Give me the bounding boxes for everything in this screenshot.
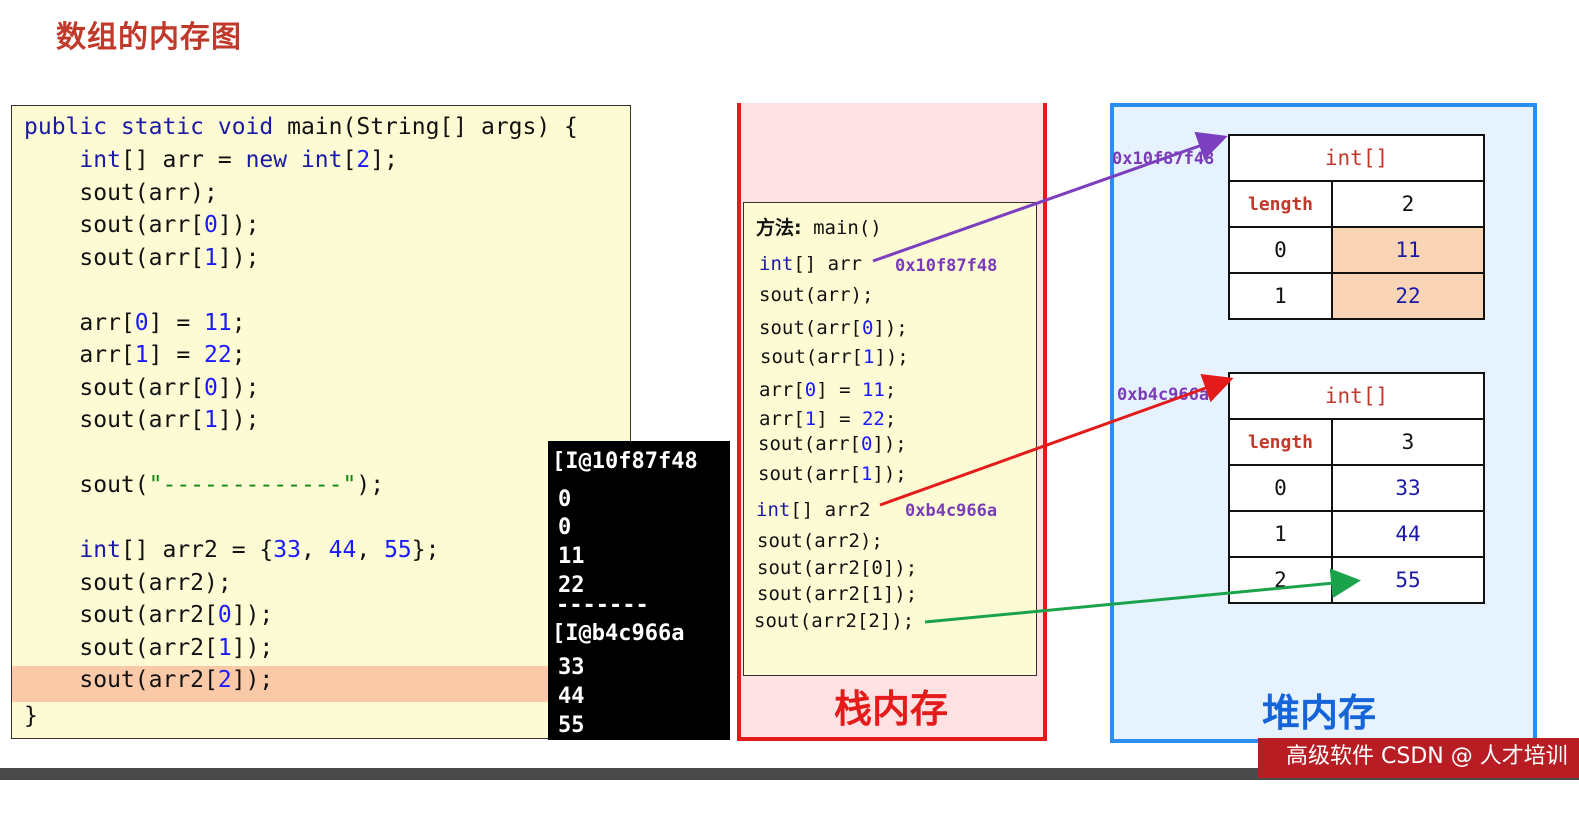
array-value: 11 [1331, 226, 1485, 274]
heap-array1-address: 0x10f87f48 [1112, 149, 1215, 169]
frame-line: sout(arr[1]); [758, 463, 907, 485]
console-line: 55 [558, 713, 585, 738]
array-value: 22 [1331, 272, 1485, 320]
frame-line: sout(arr[0]); [759, 317, 908, 339]
code-panel: public static void main(String[] args) {… [11, 105, 631, 739]
console-line: 33 [558, 655, 585, 680]
code-line: sout(arr2[2]); [24, 667, 274, 693]
length-value: 2 [1331, 180, 1485, 228]
arr-address: 0x10f87f48 [895, 256, 998, 276]
code-line: sout(arr[1]); [24, 245, 260, 271]
frame-line: arr[0] = 11; [759, 379, 897, 401]
code-line: sout(arr[0]); [24, 375, 260, 401]
console-output: [I@10f87f48 0 0 11 22 ------- [I@b4c966a… [548, 441, 730, 740]
arr2-address: 0xb4c966a [905, 501, 998, 521]
array-index: 0 [1228, 464, 1333, 512]
code-line: sout(arr2[0]); [24, 602, 274, 628]
code-line: int[] arr2 = {33, 44, 55}; [24, 537, 440, 563]
array-index: 0 [1228, 226, 1333, 274]
code-line: sout(arr); [24, 180, 218, 206]
code-line: sout(arr2); [24, 570, 232, 596]
method-header: 方法: main() [756, 217, 882, 239]
console-line: 11 [558, 544, 585, 569]
heap-memory-label: 堆内存 [1262, 691, 1377, 735]
frame-line: arr[1] = 22; [759, 408, 897, 430]
heap-array2-address: 0xb4c966a [1117, 385, 1210, 405]
code-line: } [24, 703, 38, 729]
array-index: 1 [1228, 272, 1333, 320]
array-type: int[] [1228, 134, 1485, 182]
array-index: 2 [1228, 556, 1333, 604]
code-line: sout(arr2[1]); [24, 635, 274, 661]
code-line: arr[0] = 11; [24, 310, 246, 336]
length-label: length [1228, 418, 1333, 466]
watermark-banner: 高级软件 CSDN @ 人才培训专家 [1258, 738, 1579, 807]
console-line: 22 [558, 573, 585, 598]
frame-line: sout(arr2[2]); [754, 610, 915, 632]
console-line: 0 [558, 487, 572, 512]
frame-line: sout(arr2[1]); [757, 583, 918, 605]
console-line: [I@b4c966a [552, 621, 685, 646]
console-line: 44 [558, 684, 585, 709]
array-value: 33 [1331, 464, 1485, 512]
code-line: sout(arr[0]); [24, 212, 260, 238]
frame-line: sout(arr); [759, 284, 874, 306]
bottom-bar [0, 768, 1579, 780]
highlighted-line [12, 666, 630, 702]
frame-line: int[] arr [759, 253, 862, 275]
frame-line: int[] arr2 [756, 499, 871, 521]
code-line: sout(arr[1]); [24, 407, 260, 433]
stack-memory-label: 栈内存 [834, 687, 949, 731]
code-line: public static void main(String[] args) { [24, 114, 578, 140]
console-line: [I@10f87f48 [552, 449, 698, 474]
array-value: 55 [1331, 556, 1485, 604]
console-line: ------- [556, 593, 649, 618]
page-title: 数组的内存图 [56, 20, 242, 55]
array-index: 1 [1228, 510, 1333, 558]
code-line: arr[1] = 22; [24, 342, 246, 368]
array-value: 44 [1331, 510, 1485, 558]
frame-line: sout(arr[0]); [758, 433, 907, 455]
frame-line: sout(arr2[0]); [757, 557, 918, 579]
code-line: sout("-------------"); [24, 472, 385, 498]
length-value: 3 [1331, 418, 1485, 466]
console-line: 0 [558, 515, 572, 540]
frame-line: sout(arr[1]); [760, 346, 909, 368]
frame-line: sout(arr2); [757, 530, 883, 552]
code-line: int[] arr = new int[2]; [24, 147, 398, 173]
length-label: length [1228, 180, 1333, 228]
array-type: int[] [1228, 372, 1485, 420]
